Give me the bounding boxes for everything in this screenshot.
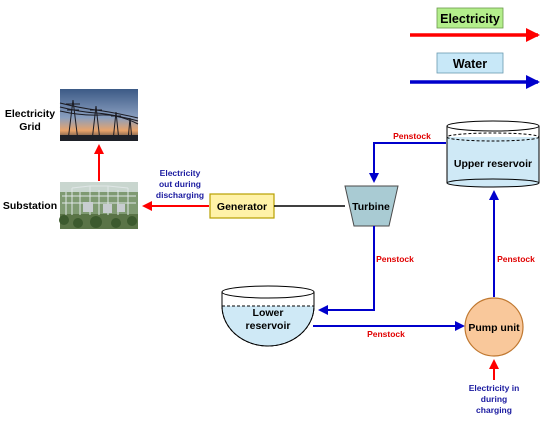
electricity-in-line3: charging: [476, 405, 512, 415]
legend-electricity-box: [436, 7, 504, 29]
grid-label-line1: Electricity: [5, 108, 55, 120]
upper-reservoir-label: Upper reservoir: [454, 158, 532, 170]
electricity-out-line2: out during: [159, 179, 201, 189]
pump-unit-circle: [464, 297, 524, 357]
turbine-label: Turbine: [352, 201, 390, 213]
electricity-out-line3: discharging: [156, 190, 204, 200]
legend-water-box: [436, 52, 504, 74]
substation-label: Substation: [3, 200, 57, 212]
legend-water-label: Water: [453, 57, 487, 71]
penstock-label-top: Penstock: [393, 131, 431, 141]
grid-label-line2: Grid: [19, 121, 41, 133]
penstock-turbine-to-lower: [318, 226, 375, 315]
electricity-in-line1: Electricity in: [469, 383, 520, 393]
pump-unit-label: Pump unit: [468, 322, 520, 334]
penstock-label-turbine: Penstock: [376, 254, 414, 264]
substation-image: [59, 182, 138, 229]
electricity-grid-image: [59, 89, 139, 142]
penstock-upper-to-turbine: [369, 142, 446, 183]
penstock-label-bottom: Penstock: [367, 329, 405, 339]
upper-reservoir: [446, 120, 540, 188]
lower-reservoir-label-1: Lower: [253, 307, 284, 319]
lower-reservoir: [221, 285, 315, 347]
lower-reservoir-label-2: reservoir: [246, 320, 291, 332]
electricity-in-line2: during: [481, 394, 507, 404]
electricity-out-line1: Electricity: [160, 168, 201, 178]
legend-electricity-label: Electricity: [440, 12, 500, 26]
penstock-label-pump: Penstock: [497, 254, 535, 264]
generator-label: Generator: [217, 201, 267, 213]
turbine-shape: [344, 185, 399, 227]
legend: Electricity Water: [410, 7, 540, 89]
